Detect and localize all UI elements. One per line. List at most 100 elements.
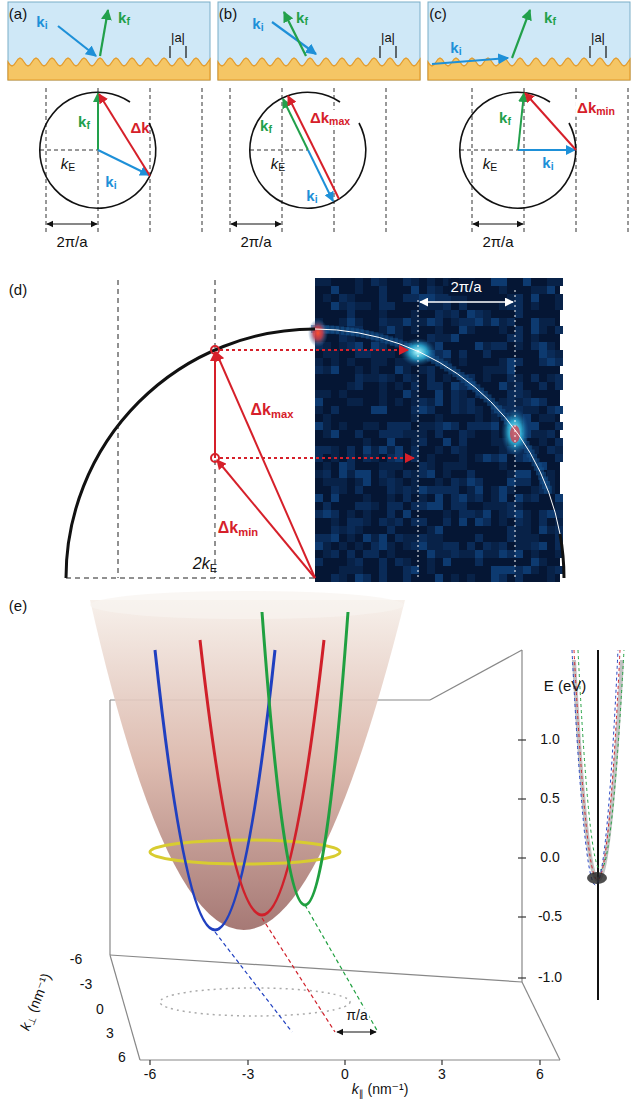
label-subscript: f <box>304 15 308 27</box>
detector-pixel <box>395 358 403 366</box>
detector-pixel <box>347 558 355 566</box>
detector-pixel <box>355 566 363 574</box>
detector-pixel <box>483 374 491 382</box>
detector-pixel <box>419 294 427 302</box>
beam-arrows <box>58 10 530 64</box>
figure-label: |a| <box>591 31 605 45</box>
detector-pixel <box>435 534 443 542</box>
detector-pixel <box>371 422 379 430</box>
detector-pixel <box>315 494 323 502</box>
detector-pixel <box>355 430 363 438</box>
figure-label: 6 <box>118 1050 126 1065</box>
figure-label: (b) <box>219 6 237 23</box>
detector-pixel <box>379 278 387 286</box>
detector-pixel <box>555 446 563 454</box>
label-unit: (nm⁻¹) <box>364 1081 409 1097</box>
detector-pixel <box>395 398 403 406</box>
detector-pixel <box>539 358 547 366</box>
detector-pixel <box>427 534 435 542</box>
detector-pixel <box>339 422 347 430</box>
detector-pixel <box>347 534 355 542</box>
figure-label: 0.5 <box>540 791 559 806</box>
detector-pixel <box>435 502 443 510</box>
detector-pixel <box>379 558 387 566</box>
detector-pixel <box>363 478 371 486</box>
detector-pixel <box>347 318 355 326</box>
detector-pixel <box>491 550 499 558</box>
detector-pixel <box>331 534 339 542</box>
detector-pixel <box>547 406 555 414</box>
detector-pixel <box>547 574 555 582</box>
detector-pixel <box>427 566 435 574</box>
detector-pixel <box>539 414 547 422</box>
detector-pixel <box>547 374 555 382</box>
detector-pixel <box>355 342 363 350</box>
detector-pixel <box>411 286 419 294</box>
detector-pixel <box>387 462 395 470</box>
detector-pixel <box>523 398 531 406</box>
detector-pixel <box>435 286 443 294</box>
detector-pixel <box>315 558 323 566</box>
detector-pixel <box>515 518 523 526</box>
detector-pixel <box>323 510 331 518</box>
figure-label: |a| <box>381 31 395 45</box>
label-subscript: i <box>114 179 117 191</box>
detector-pixel <box>379 326 387 334</box>
detector-pixel <box>379 382 387 390</box>
detector-pixel <box>467 398 475 406</box>
detector-pixel <box>315 446 323 454</box>
detector-pixel <box>403 558 411 566</box>
ewald-constructions <box>40 88 628 232</box>
detector-pixel <box>387 318 395 326</box>
label-main: k <box>61 155 69 172</box>
detector-pixel <box>403 486 411 494</box>
detector-pixel <box>435 318 443 326</box>
detector-pixel <box>507 382 515 390</box>
detector-pixel <box>547 278 555 286</box>
detector-pixel <box>451 334 459 342</box>
detector-pixel <box>435 294 443 302</box>
label-subscript: E <box>68 161 75 173</box>
detector-pixel <box>427 382 435 390</box>
detector-pixel <box>379 310 387 318</box>
detector-pixel <box>387 422 395 430</box>
detector-pixel <box>331 510 339 518</box>
detector-pixel <box>371 350 379 358</box>
detector-pixel <box>315 358 323 366</box>
detector-pixel <box>507 526 515 534</box>
detector-pixel <box>363 422 371 430</box>
detector-pixel <box>499 454 507 462</box>
detector-pixel <box>435 446 443 454</box>
detector-pixel <box>331 574 339 582</box>
detector-pixel <box>459 510 467 518</box>
detector-pixel <box>443 374 451 382</box>
detector-pixel <box>507 510 515 518</box>
detector-pixel <box>531 334 539 342</box>
detector-pixel <box>515 526 523 534</box>
figure-label: 1.0 <box>540 732 559 747</box>
detector-pixel <box>443 310 451 318</box>
detector-pixel <box>315 406 323 414</box>
detector-pixel <box>331 302 339 310</box>
label-subscript: E <box>278 161 285 173</box>
detector-pixel <box>347 382 355 390</box>
vector-label: 2kE <box>193 555 217 573</box>
detector-pixel <box>515 310 523 318</box>
detector-pixel <box>435 422 443 430</box>
vector-label: k⊥ (nm⁻¹) <box>18 971 55 1033</box>
detector-pixel <box>555 502 563 510</box>
corrugated-surface <box>8 58 210 80</box>
detector-pixel <box>459 446 467 454</box>
label-main: k <box>296 9 304 26</box>
detector-pixel <box>515 478 523 486</box>
label-subscript: min <box>238 526 258 538</box>
detector-pixel <box>507 534 515 542</box>
detector-pixel <box>499 486 507 494</box>
figure-label: (d) <box>9 282 27 299</box>
detector-pixel <box>475 534 483 542</box>
detector-pixel <box>539 542 547 550</box>
detector-pixel <box>331 366 339 374</box>
detector-pixel <box>331 518 339 526</box>
diffraction-panel <box>66 278 564 582</box>
detector-pixel <box>355 350 363 358</box>
